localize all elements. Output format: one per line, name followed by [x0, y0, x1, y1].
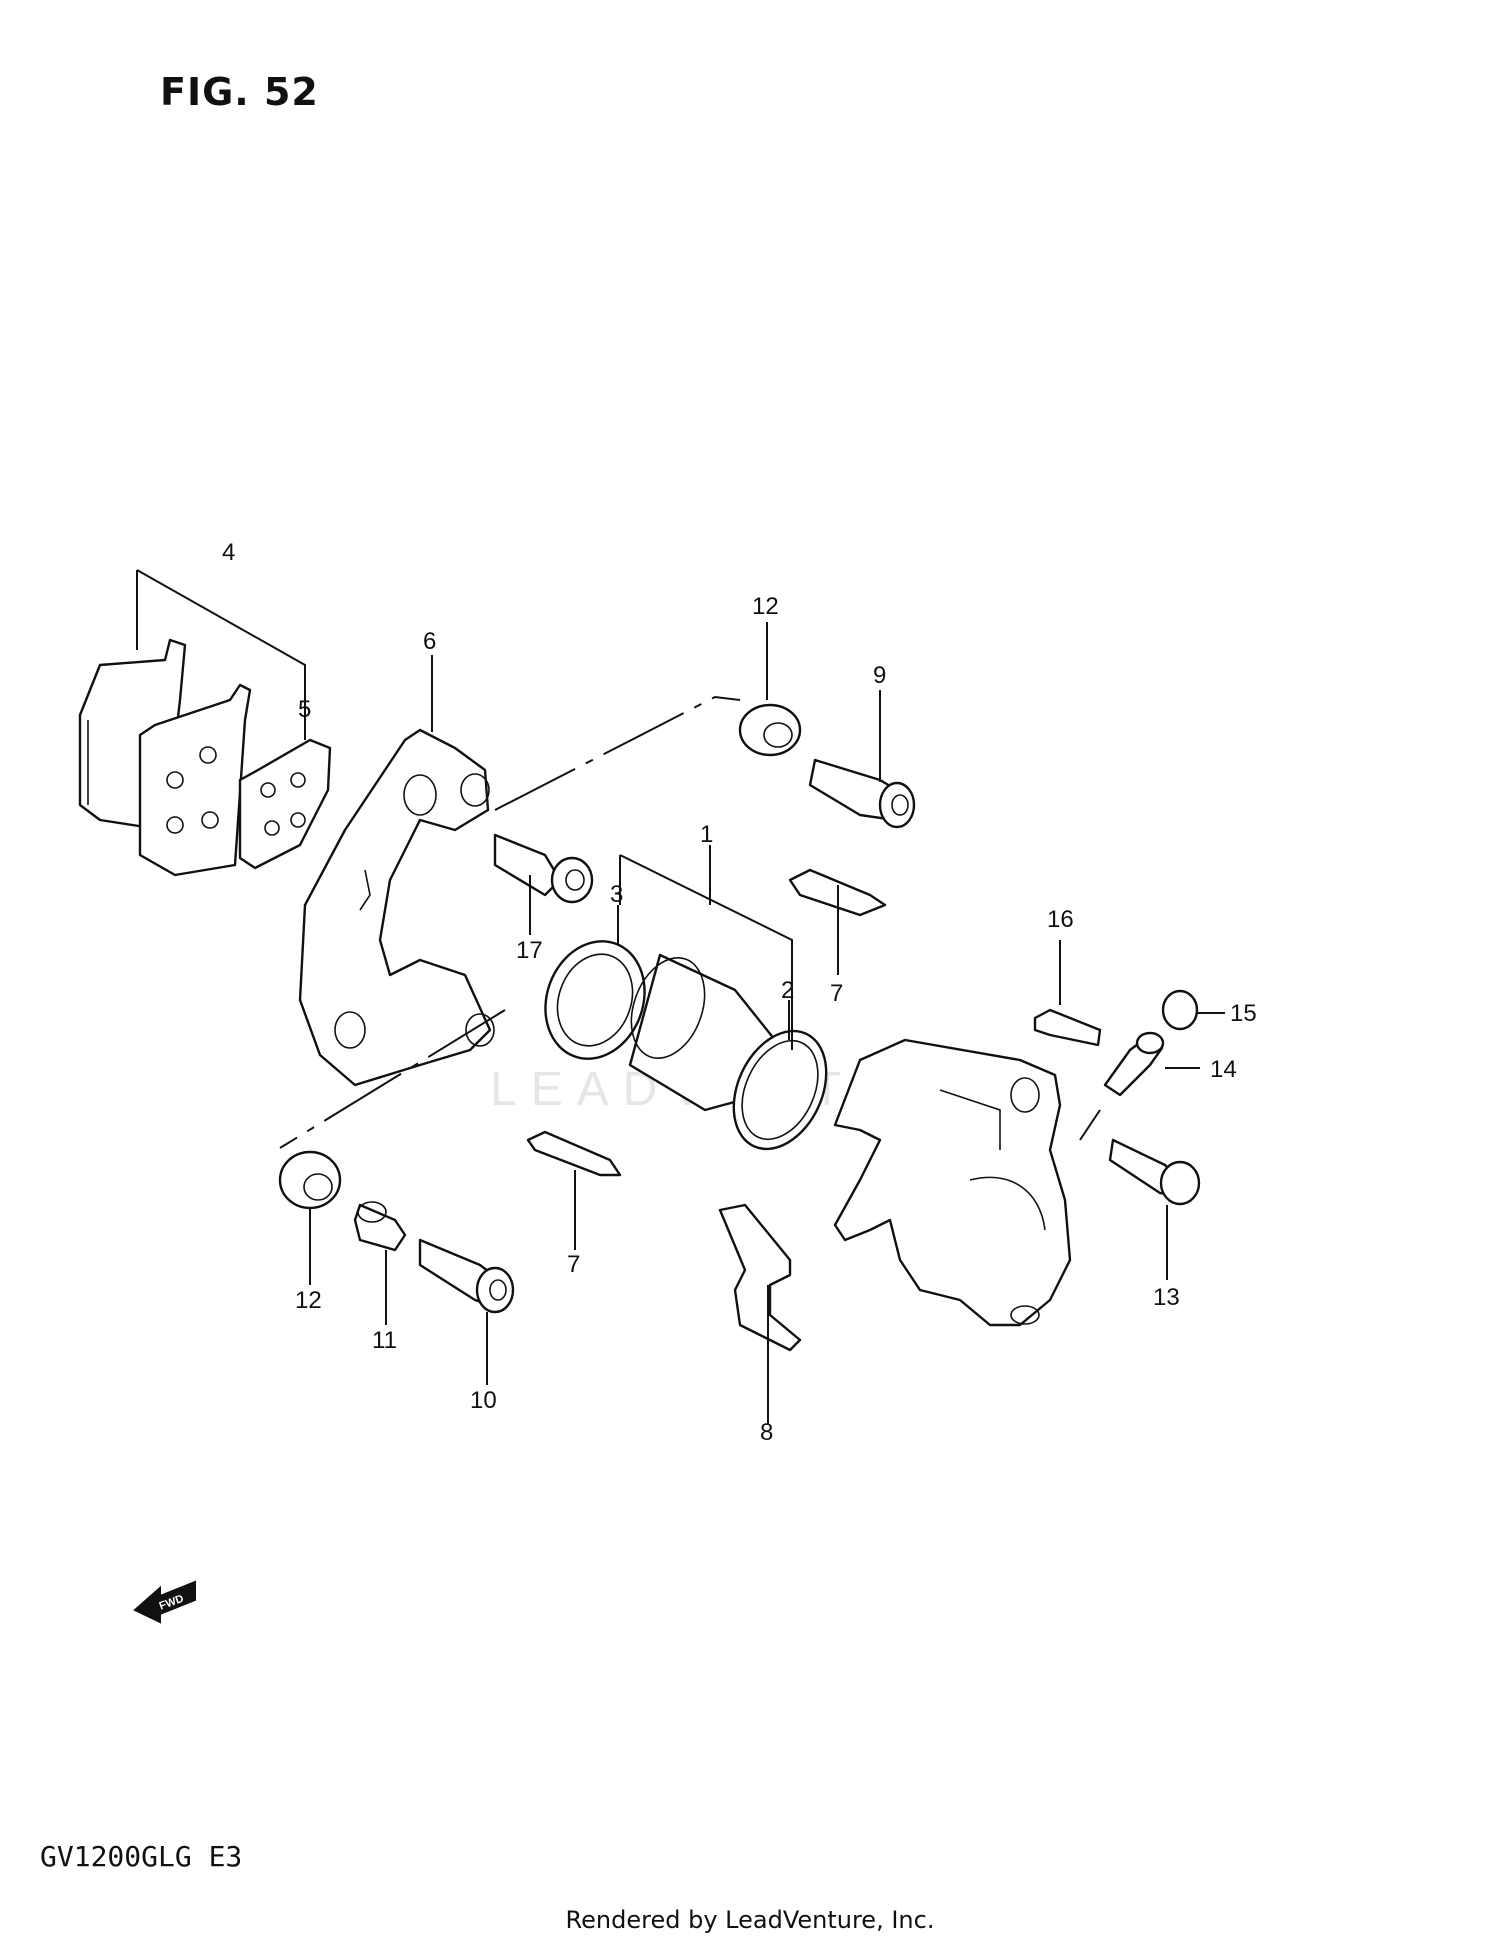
slide-pin-lower[interactable]	[418, 1238, 515, 1314]
callout-10: 10	[470, 1387, 497, 1414]
caliper-mounting-bolt[interactable]	[1108, 1138, 1201, 1206]
bleeder-valve[interactable]	[1103, 1031, 1165, 1097]
callout-6: 6	[423, 628, 436, 655]
callout-14: 14	[1210, 1056, 1237, 1083]
callout-4: 4	[222, 539, 235, 566]
caliper-bracket[interactable]	[298, 728, 495, 1087]
pad-retainer-spring[interactable]	[718, 1203, 802, 1352]
caliper-clip[interactable]	[1033, 1008, 1102, 1047]
callout-3: 3	[610, 881, 623, 908]
model-code: GV1200GLG E3	[40, 1840, 243, 1873]
callout-12-lower: 12	[295, 1287, 322, 1314]
bleeder-cap[interactable]	[1161, 989, 1199, 1031]
slide-pin-upper[interactable]	[808, 758, 916, 829]
callout-7-upper: 7	[830, 980, 843, 1007]
callout-12-upper: 12	[752, 593, 779, 620]
boot-lower[interactable]	[278, 1150, 342, 1210]
forward-arrow-icon: FWD	[133, 1580, 196, 1624]
callout-13: 13	[1153, 1284, 1180, 1311]
pad-spring-lower[interactable]	[526, 1130, 622, 1177]
bracket-bolt[interactable]	[493, 833, 594, 904]
piston-dust-seal[interactable]	[529, 927, 660, 1073]
brake-pad-inner[interactable]	[138, 683, 252, 877]
callout-5: 5	[298, 696, 311, 723]
render-credit: Rendered by LeadVenture, Inc.	[565, 1906, 935, 1934]
figure-title: FIG. 52	[160, 70, 319, 114]
callout-2: 2	[781, 977, 794, 1004]
callout-7-lower: 7	[567, 1251, 580, 1278]
callout-17: 17	[516, 937, 543, 964]
callout-8: 8	[760, 1419, 773, 1446]
callout-11: 11	[372, 1327, 397, 1354]
slide-pin-sleeve[interactable]	[353, 1201, 407, 1252]
callout-16: 16	[1047, 906, 1074, 933]
callout-15: 15	[1230, 1000, 1257, 1027]
pad-shim[interactable]	[238, 738, 332, 870]
piston-seal[interactable]	[716, 1016, 845, 1164]
callout-1: 1	[700, 821, 713, 848]
boot-upper[interactable]	[738, 703, 802, 757]
callout-9: 9	[873, 662, 886, 689]
callout-labels: 4 5 6 1 3 2 7 7 8 9 12 16 15 14 13 17 12…	[222, 539, 1257, 1446]
caliper-body[interactable]	[833, 1038, 1072, 1327]
callout-leader-lines	[136, 569, 1225, 1425]
